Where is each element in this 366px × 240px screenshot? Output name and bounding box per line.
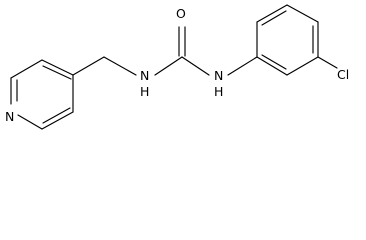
bond [42,65,72,80]
bond [72,56,105,76]
urea-linker [72,26,258,76]
bond [181,56,210,76]
nh-left-n-label: N [140,68,149,83]
bond [227,56,258,76]
bond [256,4,288,23]
bond [42,107,71,124]
bond [286,4,319,23]
oxygen-label: O [176,6,186,21]
atom-labels: O N H N H N Cl [5,6,349,124]
bond [317,56,338,69]
chemical-structure-diagram: O N H N H N Cl [5,4,349,130]
nh-right-n-label: N [214,68,223,83]
bond [154,56,183,76]
chlorine-label: Cl [337,67,349,82]
bond [41,111,74,130]
bond [261,10,287,26]
bond [103,56,137,76]
pyridine-nitrogen-label: N [5,109,14,124]
chlorophenyl-ring [256,4,338,76]
bond [286,56,319,76]
nh-right-h-label: H [214,84,223,99]
bond [17,114,43,130]
bond [41,59,74,76]
bond [261,54,287,70]
pyridine-ring [10,59,74,130]
bond [256,56,288,76]
bond [10,59,43,79]
nh-left-h-label: H [140,84,149,99]
